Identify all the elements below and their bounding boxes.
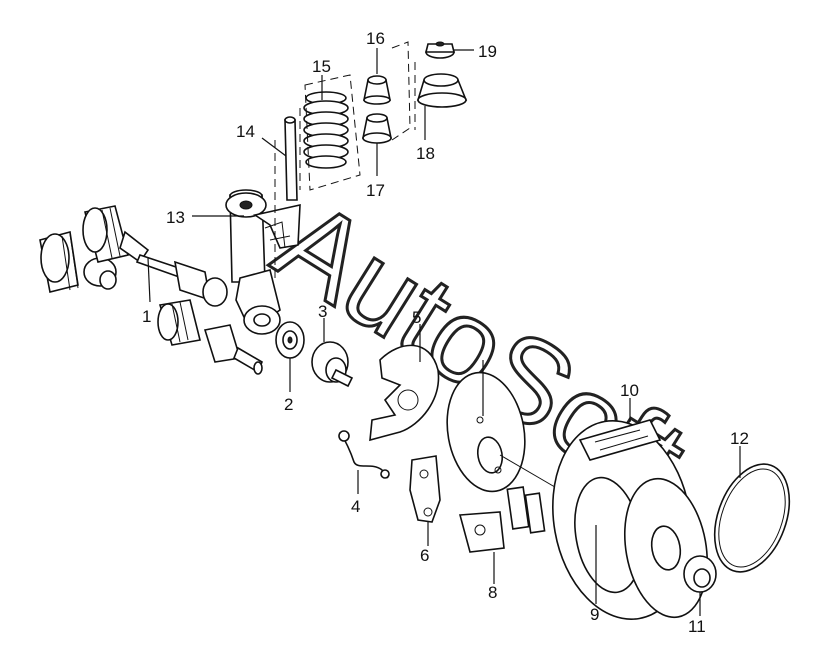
callout-9: 9 <box>590 605 599 624</box>
callout-14: 14 <box>236 122 255 141</box>
brake-hose <box>338 430 390 494</box>
coil-spring <box>303 74 361 191</box>
caliper-and-pads <box>458 486 546 584</box>
sealing-ring <box>713 446 791 573</box>
strut-knuckle-assembly <box>192 108 301 335</box>
callout-4: 4 <box>351 497 360 516</box>
callout-5: 5 <box>412 308 421 327</box>
brake-disc <box>446 360 561 493</box>
drum-hub <box>623 477 717 619</box>
callout-17: 17 <box>366 181 385 200</box>
callout-11: 11 <box>688 617 706 636</box>
caliper-carrier <box>409 455 441 546</box>
callout-13: 13 <box>166 208 185 227</box>
callout-12: 12 <box>730 429 749 448</box>
wheel-hub <box>311 318 354 388</box>
drive-shaft-assembly <box>39 205 263 375</box>
callout-15: 15 <box>312 57 331 76</box>
callout-8: 8 <box>488 583 497 602</box>
callout-19: 19 <box>478 42 497 61</box>
top-mount <box>414 41 474 140</box>
callout-18: 18 <box>416 144 435 163</box>
splash-shield <box>369 324 440 442</box>
callout-1: 1 <box>142 307 151 326</box>
callout-2: 2 <box>284 395 293 414</box>
callout-3: 3 <box>318 302 327 321</box>
callout-6: 6 <box>420 546 429 565</box>
callout-labels: 1 2 3 4 5 6 8 9 10 11 12 13 14 15 16 17 … <box>142 29 749 636</box>
wheel-bearing <box>275 321 305 392</box>
callout-16: 16 <box>366 29 385 48</box>
bump-stops <box>362 41 411 176</box>
callout-10: 10 <box>620 381 639 400</box>
